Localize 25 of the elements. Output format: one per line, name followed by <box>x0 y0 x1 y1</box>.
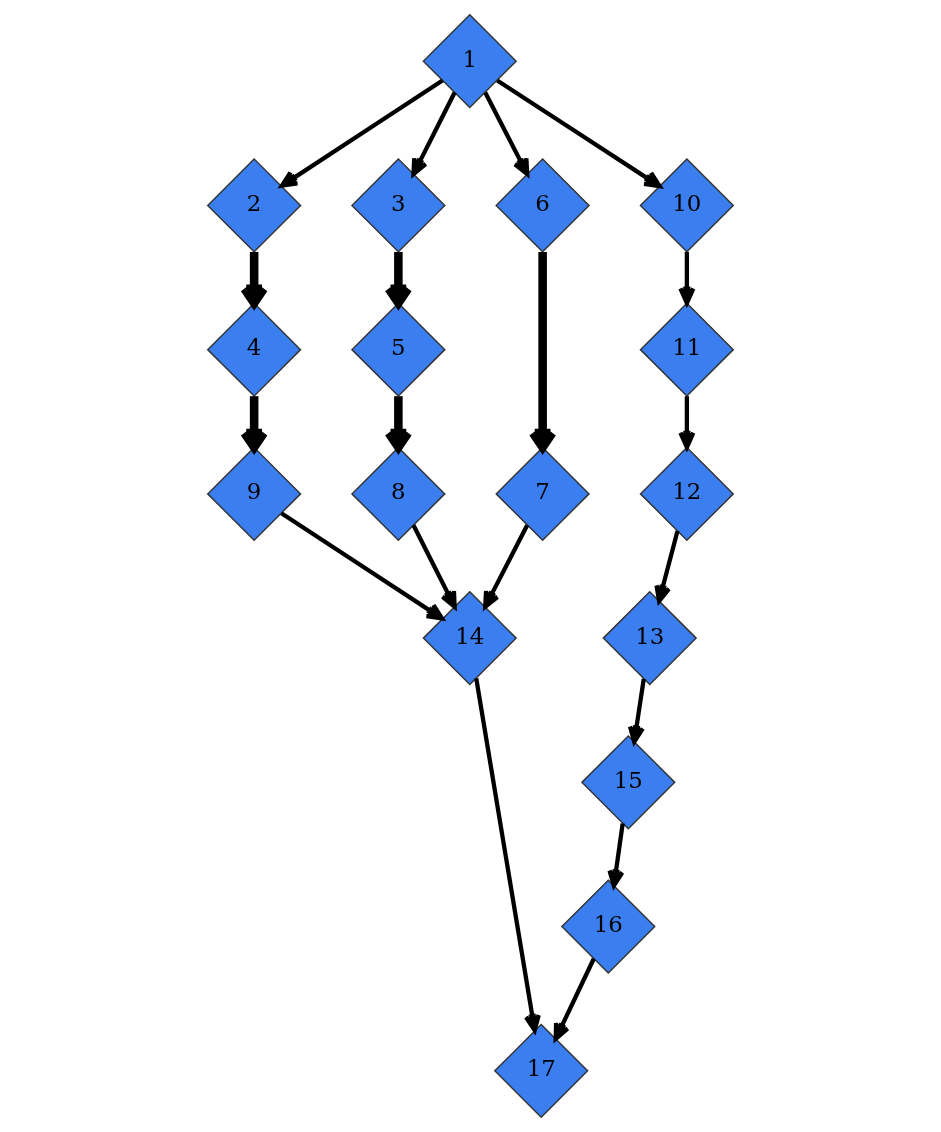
arrow <box>384 396 413 452</box>
arrow <box>411 524 457 609</box>
arrow <box>384 251 413 308</box>
node-diamond: 15 <box>580 734 676 830</box>
arrow <box>678 396 696 450</box>
node-diamond: 12 <box>639 446 735 542</box>
arrow <box>483 91 530 177</box>
node-diamond: 13 <box>602 590 698 686</box>
arrow <box>627 678 646 744</box>
arrow <box>279 78 444 188</box>
node-diamond: 1 <box>422 13 518 109</box>
arrow <box>678 251 696 306</box>
arrow <box>607 823 625 888</box>
arrow <box>528 252 557 452</box>
arrow <box>496 78 662 189</box>
arrow <box>280 511 445 621</box>
node-diamond: 11 <box>639 302 735 398</box>
arrow <box>474 678 541 1033</box>
arrow <box>240 396 269 452</box>
arrow <box>654 530 680 604</box>
arrow <box>240 251 269 308</box>
arrow <box>483 524 530 609</box>
arrow <box>553 957 596 1041</box>
arrow <box>411 91 457 177</box>
node-diamond: 16 <box>560 879 656 975</box>
